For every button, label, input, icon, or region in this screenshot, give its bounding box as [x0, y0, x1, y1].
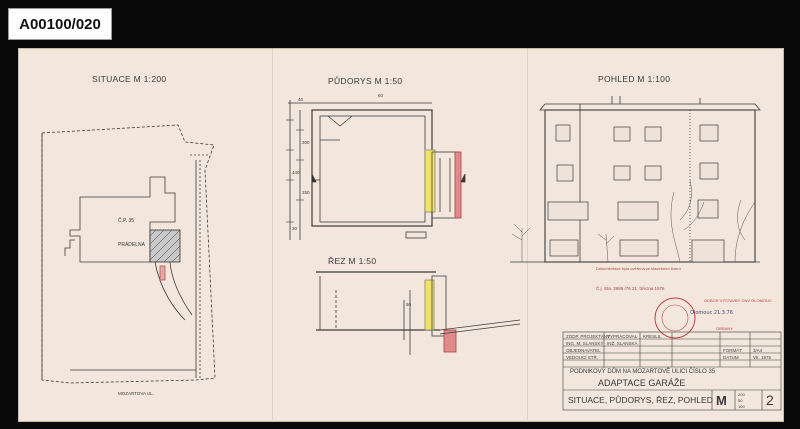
tb-cell: KRESLIL: [643, 334, 662, 339]
section-view: [316, 271, 521, 355]
dimension-label: 440: [292, 170, 300, 175]
office-stamp: ODBOR VÝSTAVBY ONV OLOMOUC: [704, 298, 772, 303]
dimension-label: 30: [292, 226, 298, 231]
tb-cell: FORMÁT: [723, 348, 742, 353]
sheet-number: 2: [766, 392, 774, 408]
approval-note: Dokumentace byla ověřena ve stavebním ří…: [596, 266, 681, 271]
house-number-label: Č.P. 35: [118, 218, 135, 224]
archive-id-label: A00100/020: [8, 8, 112, 40]
office-stamp-sub: OBRANY: [716, 326, 733, 331]
elevation-view: [510, 96, 761, 263]
project-name: PODNIKOVÝ DŮM NA MOZARTOVĚ ULICI ČÍSLO 3…: [570, 369, 716, 375]
sheet-title: SITUACE, PŮDORYS, ŘEZ, POHLED: [568, 395, 713, 405]
dimension-label: 40: [298, 97, 304, 102]
scale-value: 50: [738, 398, 743, 403]
dimension-label: 50: [406, 302, 412, 307]
scale-value: 100: [738, 404, 745, 409]
floor-plan-title: PŮDORYS M 1:50: [328, 76, 403, 86]
dimension-label: 60: [378, 93, 384, 98]
tb-cell: VEDOUCÍ STŘ.: [566, 355, 599, 360]
approval-stamps: [654, 297, 696, 339]
dimension-label: 200: [302, 140, 310, 145]
tb-cell: DATUM: [723, 355, 739, 360]
tb-cell: VYPRACOVAL: [607, 334, 638, 339]
approval-date: Č.j. Sta. 2988 /76 21. března 1976: [596, 286, 665, 291]
section-title: ŘEZ M 1:50: [328, 256, 377, 266]
scale-value: 200: [738, 392, 745, 397]
site-plan: [41, 124, 216, 384]
fold-line: [272, 48, 273, 420]
tb-cell: 3/A4: [753, 348, 763, 353]
street-label: MOZARTOVA UL.: [118, 391, 155, 396]
dimension-label: 250: [302, 190, 310, 195]
tb-cell: ING. M. SLANSKÝ: [566, 341, 604, 346]
floor-plan: [286, 100, 466, 240]
elevation-title: POHLED M 1:100: [598, 74, 671, 84]
fold-line: [527, 48, 528, 420]
handwritten-signature: Olomouc 21.3.76: [690, 310, 733, 316]
site-plan-title: SITUACE M 1:200: [92, 74, 167, 84]
tb-cell: VII. 1976: [753, 355, 772, 360]
tb-cell: OBJEDNAVATEL: [566, 348, 601, 353]
project-subject: ADAPTACE GARÁŽE: [598, 378, 686, 388]
scale-letter: M: [716, 393, 727, 408]
laundry-label: PRÁDELNA: [118, 242, 145, 248]
tb-cell: ZODP. PROJEKTANT: [566, 334, 610, 339]
tb-cell: INŽ. SLANSKÁ: [607, 341, 638, 346]
title-block: [562, 331, 782, 411]
